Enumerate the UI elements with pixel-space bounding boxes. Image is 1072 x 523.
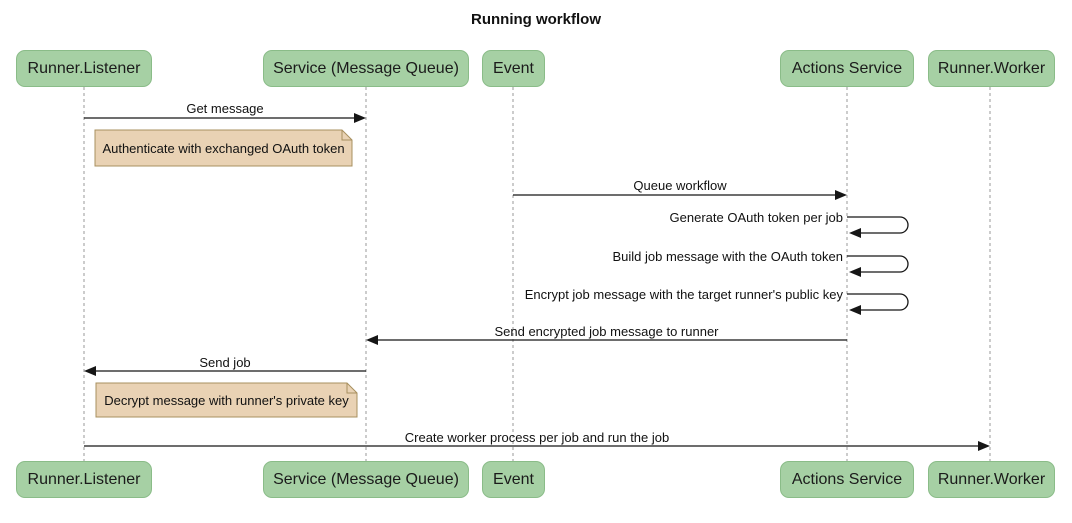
arrow-self-generate-oauth-token xyxy=(847,216,909,234)
message-label-generate-oauth-token: Generate OAuth token per job xyxy=(669,210,843,225)
actor-label: Runner.Worker xyxy=(937,470,1046,488)
arrow-self-encrypt-job-message xyxy=(847,293,909,311)
arrowhead-send-encrypted xyxy=(366,335,378,345)
message-label-create-worker-process: Create worker process per job and run th… xyxy=(404,430,670,445)
note-shape-decrypt xyxy=(95,382,358,418)
arrowhead-get-message xyxy=(354,113,366,123)
message-label-get-message: Get message xyxy=(186,101,264,116)
actor-label: Actions Service xyxy=(791,470,903,488)
actor-bottom-runner-listener: Runner.Listener xyxy=(16,461,152,498)
actor-label: Event xyxy=(493,59,534,77)
note-label-authenticate: Authenticate with exchanged OAuth token xyxy=(102,140,345,156)
message-label-send-encrypted-job-message: Send encrypted job message to runner xyxy=(494,324,719,339)
actor-top-runner-worker: Runner.Worker xyxy=(928,50,1055,87)
actor-bottom-runner-worker: Runner.Worker xyxy=(928,461,1055,498)
arrowhead-self-generate xyxy=(849,228,861,238)
actor-top-actions-service: Actions Service xyxy=(780,50,914,87)
note-shape-authenticate xyxy=(94,129,353,167)
actor-label: Event xyxy=(493,470,534,488)
actor-top-event: Event xyxy=(482,50,545,87)
arrowhead-create-worker xyxy=(978,441,990,451)
message-label-send-job: Send job xyxy=(199,355,251,370)
arrowhead-queue-workflow xyxy=(835,190,847,200)
arrowhead-send-job xyxy=(84,366,96,376)
actor-top-service-message-queue: Service (Message Queue) xyxy=(263,50,469,87)
actor-label: Runner.Worker xyxy=(937,59,1046,77)
actor-label: Service (Message Queue) xyxy=(273,59,459,77)
diagram-title: Running workflow xyxy=(471,11,601,28)
actor-bottom-event: Event xyxy=(482,461,545,498)
arrowhead-self-encrypt xyxy=(849,305,861,315)
actor-label: Service (Message Queue) xyxy=(273,470,459,488)
actor-bottom-service-message-queue: Service (Message Queue) xyxy=(263,461,469,498)
actor-label: Runner.Listener xyxy=(27,59,141,77)
note-label-decrypt: Decrypt message with runner's private ke… xyxy=(104,392,349,408)
message-label-queue-workflow: Queue workflow xyxy=(633,178,727,193)
actor-bottom-actions-service: Actions Service xyxy=(780,461,914,498)
arrowhead-self-build xyxy=(849,267,861,277)
actor-label: Actions Service xyxy=(791,59,903,77)
arrow-self-build-job-message xyxy=(847,255,909,273)
actor-label: Runner.Listener xyxy=(27,470,141,488)
message-label-encrypt-job-message: Encrypt job message with the target runn… xyxy=(524,287,843,302)
message-label-build-job-message: Build job message with the OAuth token xyxy=(612,249,843,264)
note-fold-decrypt-icon xyxy=(346,383,357,394)
actor-top-runner-listener: Runner.Listener xyxy=(16,50,152,87)
note-fold-authenticate-icon xyxy=(341,130,352,141)
